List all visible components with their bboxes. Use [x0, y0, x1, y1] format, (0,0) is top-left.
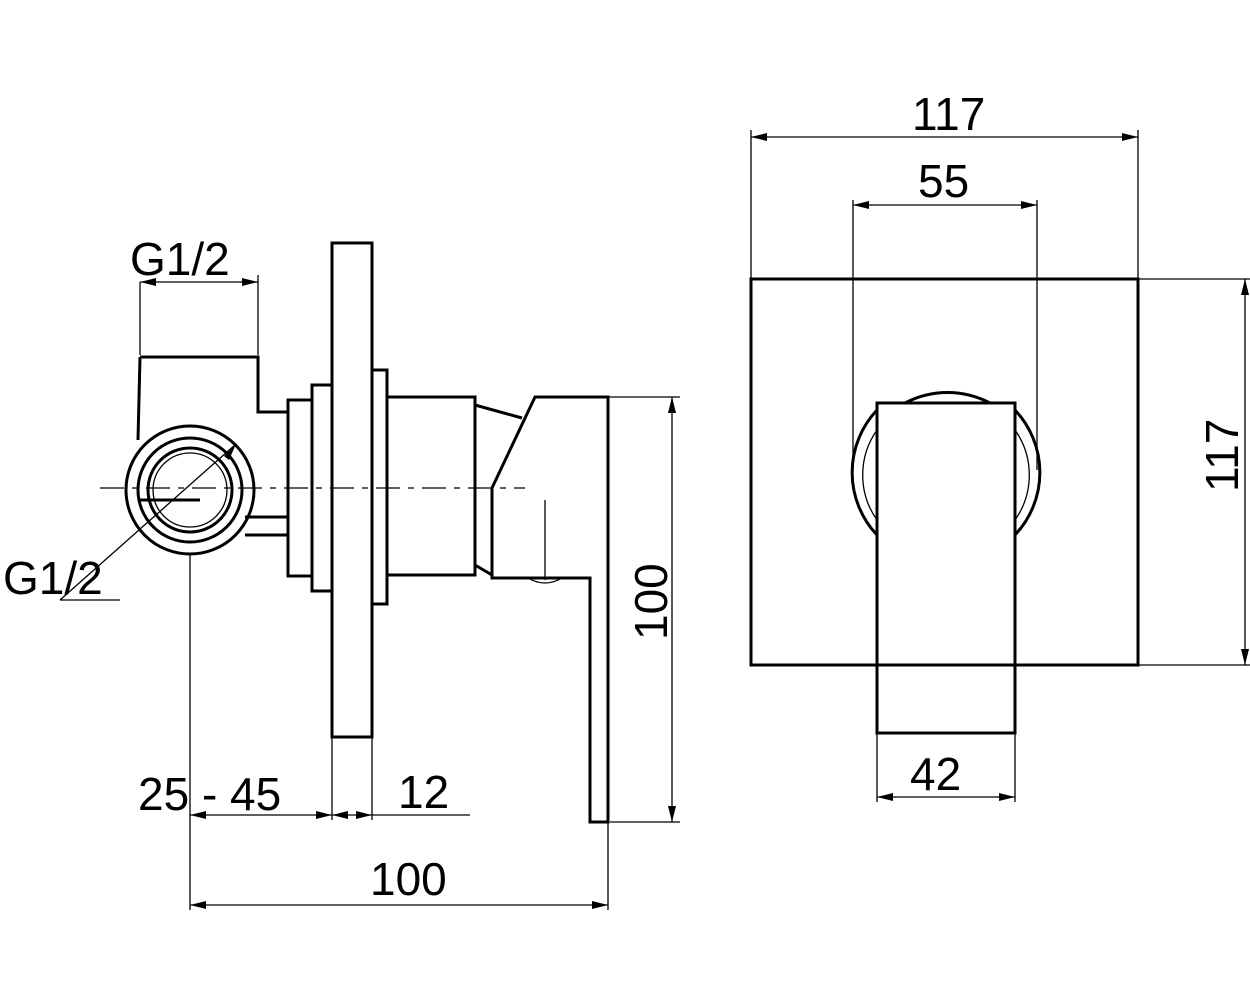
label-plate-height: 117	[1196, 419, 1248, 492]
front-view: 117 55 42 117	[749, 88, 1250, 802]
wall-plate	[330, 241, 374, 739]
dim-plate-height: 117	[1138, 278, 1250, 666]
dim-inlet-side: G1/2	[3, 443, 237, 604]
label-wall-depth: 25 - 45	[138, 768, 281, 820]
dim-inlet-top: G1/2	[130, 233, 259, 355]
label-plate-thickness: 12	[398, 766, 449, 818]
label-lever-width: 42	[910, 748, 961, 800]
rosette-inner	[862, 429, 1030, 521]
rosette	[850, 390, 1042, 537]
label-plate-width: 117	[912, 88, 985, 140]
label-height: 100	[625, 563, 677, 640]
inlet-pipe-circles	[124, 424, 256, 556]
label-rosette-width: 55	[918, 155, 969, 207]
dim-rosette-width: 55	[852, 155, 1038, 470]
dim-plate-thickness: 12	[332, 766, 470, 819]
handle-cone	[474, 403, 523, 577]
inlet-housing-lower-arm	[245, 515, 288, 537]
lever-detail	[527, 577, 563, 584]
front-wall-plate	[749, 277, 1140, 667]
cartridge-body	[385, 395, 477, 577]
dim-height: 100	[608, 396, 680, 823]
label-inlet-top: G1/2	[130, 233, 230, 285]
dim-overall-depth: 100	[190, 853, 608, 909]
label-overall-depth: 100	[370, 853, 447, 905]
dim-lever-width: 42	[876, 733, 1016, 802]
side-view: G1/2 G1/2 25 - 45 12	[3, 233, 680, 910]
dim-wall-depth: 25 - 45	[138, 768, 332, 820]
dim-plate-width: 117	[750, 88, 1139, 279]
label-inlet-side: G1/2	[3, 552, 103, 604]
inlet-housing	[136, 355, 288, 502]
front-ring	[370, 368, 389, 606]
lever-handle	[490, 395, 610, 824]
front-lever	[875, 401, 1017, 735]
